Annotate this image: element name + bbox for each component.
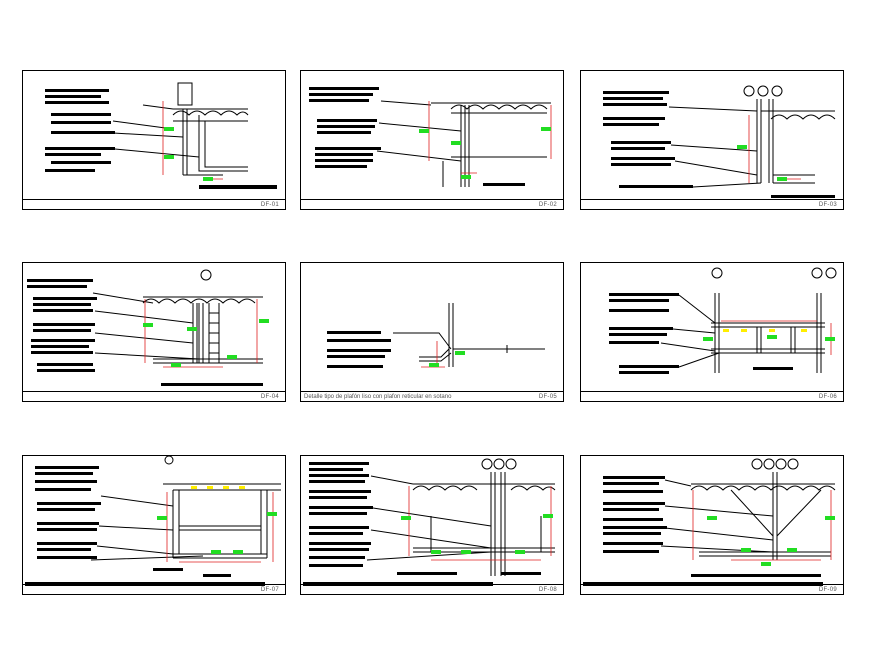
sheet-code: DF-05 xyxy=(538,394,557,400)
detail-sheet-df04: DF-04 xyxy=(22,262,286,402)
title-bar-line xyxy=(301,584,563,585)
drawing-df07 xyxy=(25,456,281,586)
drawing-df03 xyxy=(603,85,836,198)
title-bar-line xyxy=(581,391,843,392)
detail-sheet-df09: DF-09 xyxy=(580,455,844,595)
title-bar-line xyxy=(301,391,563,392)
sheet-code: DF-04 xyxy=(260,394,279,400)
sheet-code: DF-01 xyxy=(260,202,279,208)
sheet-code: DF-09 xyxy=(818,587,837,593)
drawing-df06 xyxy=(609,267,837,374)
drawing-df05 xyxy=(327,303,545,368)
detail-sheet-df07: DF-07 xyxy=(22,455,286,595)
title-bar-line xyxy=(581,584,843,585)
drawing-df09 xyxy=(583,458,836,586)
sheet-code: DF-07 xyxy=(260,587,279,593)
title-bar-line xyxy=(23,391,285,392)
title-bar-line xyxy=(301,199,563,200)
sheet-code: DF-06 xyxy=(818,394,837,400)
detail-sheet-df01: DF-01 xyxy=(22,70,286,210)
sheet-caption: Detalle tipo de plafón liso con plafon r… xyxy=(304,394,452,400)
sheet-code: DF-03 xyxy=(818,202,837,208)
detail-sheet-df06: DF-06 xyxy=(580,262,844,402)
title-bar-line xyxy=(23,584,285,585)
title-bar-line xyxy=(581,199,843,200)
detail-sheet-df08: DF-08 xyxy=(300,455,564,595)
sheet-code: DF-08 xyxy=(538,587,557,593)
drawing-df08 xyxy=(303,458,556,586)
detail-sheet-df02: DF-02 xyxy=(300,70,564,210)
title-bar-line xyxy=(23,199,285,200)
sheet-code: DF-02 xyxy=(538,202,557,208)
drawing-df04 xyxy=(27,269,269,386)
drawing-df02 xyxy=(309,87,552,187)
drawing-df01 xyxy=(45,82,277,189)
detail-sheet-df03: DF-03 xyxy=(580,70,844,210)
detail-sheet-df05: Detalle tipo de plafón liso con plafon r… xyxy=(300,262,564,402)
